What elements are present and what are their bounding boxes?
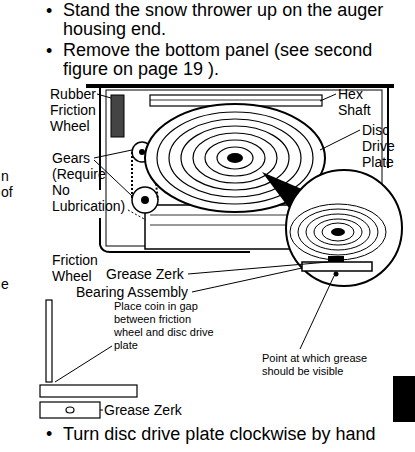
bullet: • xyxy=(46,1,52,21)
part-label: Friction Wheel xyxy=(52,252,112,284)
part-label: Bearing Assembly xyxy=(76,284,188,300)
cropped-text: n xyxy=(1,168,9,184)
bullet: • xyxy=(46,41,52,61)
part-label: Disc Drive Plate xyxy=(362,122,407,170)
part-label: Rubber Friction Wheel xyxy=(50,86,110,134)
part-label: Hex Shaft xyxy=(338,86,383,118)
instruction-text: Stand the snow thrower up on the auger h… xyxy=(63,1,408,39)
cropped-text: e xyxy=(1,276,9,292)
instruction-text: Remove the bottom panel (see second figu… xyxy=(63,41,408,79)
bullet: • xyxy=(46,424,52,444)
instruction-text: Turn disc drive plate clockwise by hand xyxy=(63,424,375,444)
part-label: Grease Zerk xyxy=(104,402,182,418)
note-text: Point at which grease should be visible xyxy=(262,352,374,378)
note-text: Place coin in gap between friction wheel… xyxy=(114,300,217,352)
cropped-text: of xyxy=(1,184,13,200)
part-label: Grease Zerk xyxy=(106,266,184,282)
part-label: Gears (Require No Lubrication) xyxy=(52,150,126,214)
